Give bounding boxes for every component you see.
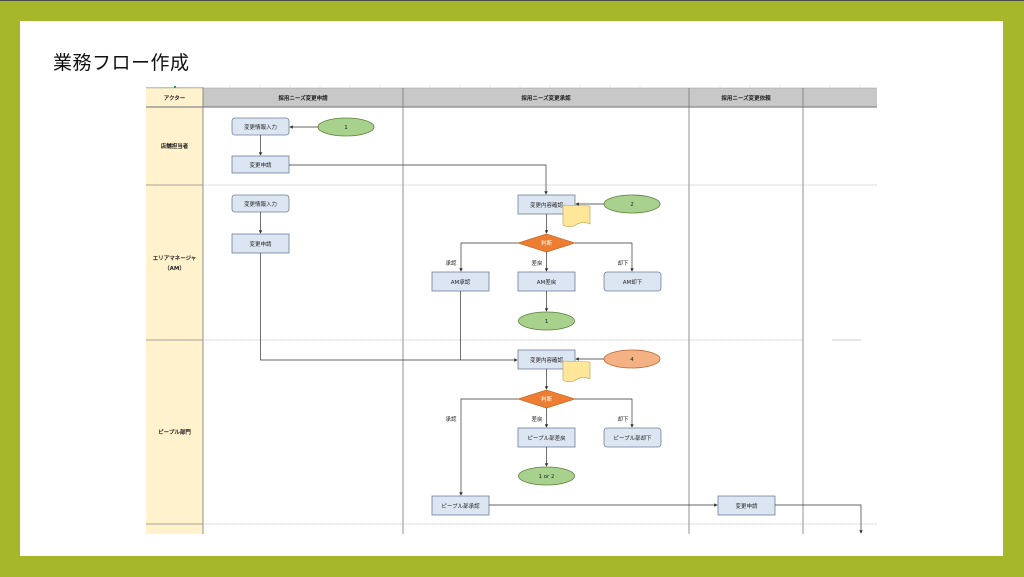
header-row [203,88,877,107]
svg-text:変更申請: 変更申請 [249,161,272,169]
store-input-process[interactable]: 変更情報入力 [231,117,290,136]
grid-ticks [229,84,861,88]
svg-text:1: 1 [545,319,549,325]
people-branch-return-label: 差戻 [531,415,543,423]
actor-store: 店舗担当者 [161,142,189,150]
column-header-approve: 採用ニーズ変更承認 [521,94,571,102]
am-branch-reject-label: 却下 [617,259,629,267]
svg-text:ピープル部却下: ピープル部却下 [613,434,652,442]
svg-text:変更申請: 変更申請 [735,502,758,510]
svg-text:ピープル部承認: ピープル部承認 [441,502,480,510]
am-apply-process[interactable]: 変更申請 [231,233,290,254]
actor-column [146,88,203,534]
am-branch-return-label: 差戻 [531,259,543,267]
people-document-icon [562,360,591,383]
am-document-icon [562,204,591,228]
people-request-process[interactable]: 変更申請 [717,495,776,516]
svg-text:AM承認: AM承認 [451,278,471,286]
svg-text:4: 4 [630,357,634,363]
people-branch-reject-label: 却下 [617,415,629,423]
store-apply-process[interactable]: 変更申請 [231,155,290,174]
svg-text:変更情報入力: 変更情報入力 [244,200,277,208]
am-return-process[interactable]: AM差戻 [517,271,576,292]
svg-text:変更情報入力: 変更情報入力 [244,123,277,131]
lane-dividers [146,184,877,525]
svg-text:1 or 2: 1 or 2 [538,474,554,480]
store-connector-1[interactable]: 1 [317,117,375,137]
people-return-process[interactable]: ピープル部差戻 [517,427,576,448]
actor-people: ピープル部門 [158,428,191,436]
people-reject-process[interactable]: ピープル部却下 [603,427,662,448]
column-header-apply: 採用ニーズ変更申請 [278,94,328,102]
am-approve-process[interactable]: AM承認 [431,271,490,292]
svg-text:変更内容確認: 変更内容確認 [530,201,564,209]
am-connector-2[interactable]: 2 [603,194,661,214]
svg-text:AM却下: AM却下 [623,278,643,286]
slide-title: 業務フロー作成 [53,52,190,74]
svg-text:変更申請: 変更申請 [249,240,272,248]
svg-text:1: 1 [344,125,348,131]
actor-am-line2: （AM） [164,264,185,272]
am-reject-process[interactable]: AM却下 [603,271,662,292]
people-branch-approve-label: 承認 [445,415,457,423]
actor-am-line1: エリアマネージャ [153,254,197,262]
svg-text:変更内容確認: 変更内容確認 [530,356,564,364]
fill-handle[interactable] [174,86,176,88]
am-review-process[interactable]: 変更内容確認 [517,194,576,215]
people-connector-out[interactable]: 1 or 2 [518,466,575,486]
svg-text:判断: 判断 [541,395,553,403]
svg-text:2: 2 [630,202,634,208]
people-decision[interactable]: 判断 [517,389,576,409]
people-connector-4[interactable]: 4 [603,349,661,369]
column-header-request: 採用ニーズ変更依頼 [721,94,771,102]
people-approve-process[interactable]: ピープル部承認 [431,495,490,516]
svg-text:ピープル部差戻: ピープル部差戻 [527,434,566,442]
top-edge [0,0,1024,1]
actor-header: アクター [164,94,186,102]
am-connector-out-1[interactable]: 1 [518,311,575,331]
am-branch-approve-label: 承認 [445,259,457,267]
am-input-process[interactable]: 変更情報入力 [231,194,290,213]
am-decision[interactable]: 判断 [517,233,576,253]
svg-text:AM差戻: AM差戻 [537,278,557,286]
svg-text:判断: 判断 [541,239,553,247]
column-dividers [202,88,804,534]
